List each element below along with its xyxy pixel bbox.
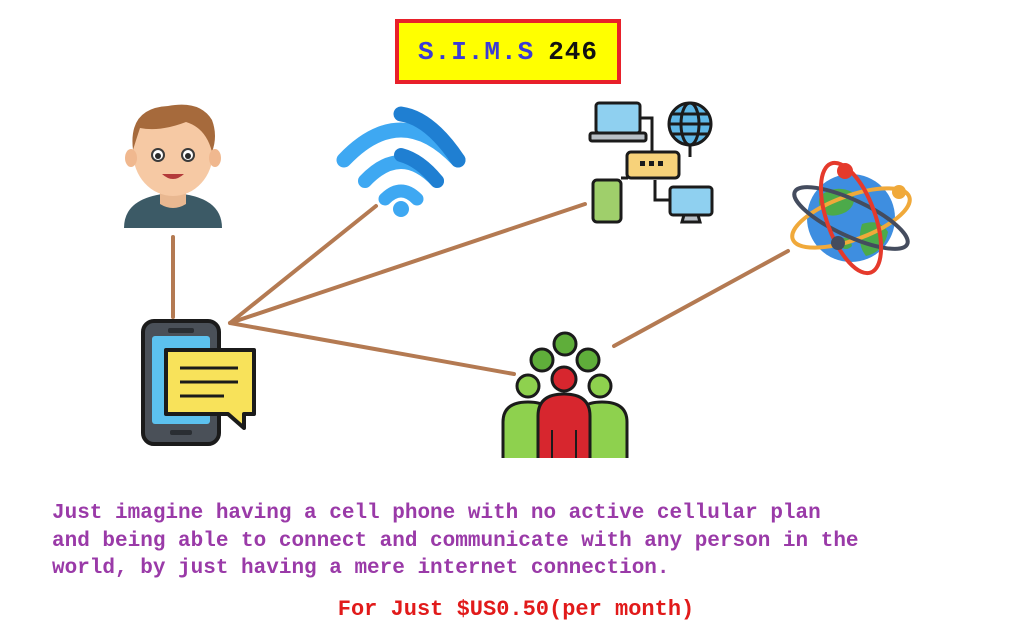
connector-phone-wifi [228, 204, 378, 325]
connectors [171, 202, 790, 376]
people-group-icon [501, 331, 629, 458]
title-sims: S.I.M.S [417, 36, 535, 67]
phone-chat-icon [141, 319, 256, 446]
price-text: For Just $US0.50(per month) [337, 597, 695, 622]
caption-text: Just imagine having a cell phone with no… [52, 502, 859, 580]
connector-people-globe [612, 249, 790, 348]
connector-phone-people [228, 321, 516, 376]
title-box: S.I.M.S 246 [395, 19, 621, 84]
person-icon [124, 104, 222, 228]
wifi-icon [336, 106, 466, 217]
globe-icon [790, 160, 912, 276]
title-number: 246 [548, 36, 599, 67]
connector-phone-network [228, 202, 587, 325]
network-devices-icon [588, 101, 714, 224]
